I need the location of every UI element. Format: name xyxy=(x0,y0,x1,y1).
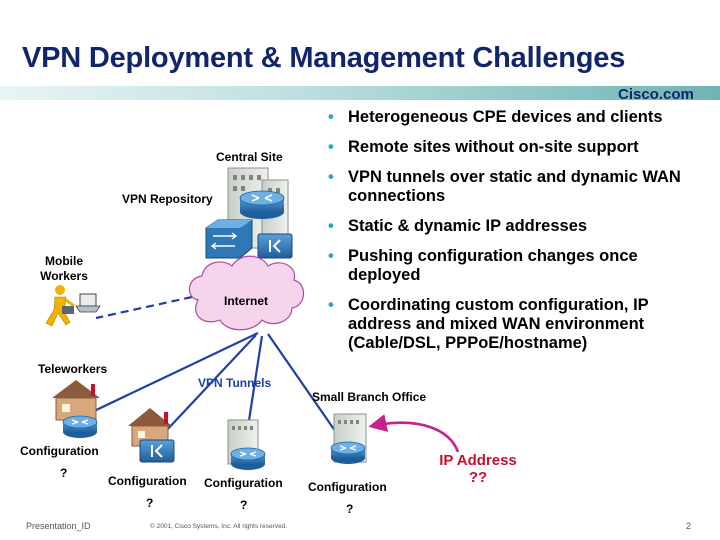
small-branch-building-icon xyxy=(330,413,367,464)
teleworker-vpn-router-icon xyxy=(139,439,175,463)
configuration-label-teleworker-2: Configuration xyxy=(108,474,187,488)
internet-cloud-icon xyxy=(188,255,305,331)
bullet-dot-icon: • xyxy=(328,138,334,156)
question-mark-teleworker-1: ? xyxy=(60,466,68,480)
vpn-tunnels-label: VPN Tunnels xyxy=(198,376,272,390)
footer-presentation-id: Presentation_ID xyxy=(26,521,91,531)
cisco-brand-label: Cisco.com xyxy=(618,86,694,103)
bullet-text: Remote sites without on-site support xyxy=(348,138,639,156)
bullet-dot-icon: • xyxy=(328,168,334,186)
bullet-text: Coordinating custom configuration, IP ad… xyxy=(348,296,649,352)
configuration-label-teleworker-1: Configuration xyxy=(20,444,99,458)
mobile-workers-label: Mobile Workers xyxy=(40,254,88,283)
vpn-tunnel-lines xyxy=(91,332,341,441)
tunnel-line-teleworker-2 xyxy=(164,334,257,433)
tunnel-line-teleworker-1 xyxy=(91,332,259,413)
configuration-label-branch-1: Configuration xyxy=(204,476,283,490)
bullet-text: VPN tunnels over static and dynamic WAN … xyxy=(348,168,681,205)
question-mark-branch-1: ? xyxy=(240,498,248,512)
vpn-repository-server-icon xyxy=(205,219,253,259)
vpn-repository-label: VPN Repository xyxy=(122,192,213,206)
teleworker-house-icon xyxy=(52,380,100,421)
central-site-label: Central Site xyxy=(216,150,283,164)
ip-address-label: IP Address ?? xyxy=(439,452,517,486)
bullet-text: Heterogeneous CPE devices and clients xyxy=(348,108,663,126)
slide-title: VPN Deployment & Management Challenges xyxy=(22,42,626,74)
internet-label: Internet xyxy=(224,294,269,308)
small-branch-office-label: Small Branch Office xyxy=(312,390,427,404)
bullet-item: • Remote sites without on-site support xyxy=(328,138,713,157)
laptop-icon xyxy=(75,293,101,313)
footer-copyright: © 2001, Cisco Systems, Inc. All rights r… xyxy=(150,523,288,530)
bullet-dot-icon: • xyxy=(328,108,334,126)
bullet-dot-icon: • xyxy=(328,217,334,235)
bullet-item: • Pushing configuration changes once depl… xyxy=(328,247,713,285)
configuration-label-branch-2: Configuration xyxy=(308,480,387,494)
teleworkers-label: Teleworkers xyxy=(38,362,108,376)
bullet-text: Static & dynamic IP addresses xyxy=(348,217,588,235)
central-router-icon xyxy=(239,190,285,219)
challenge-bullet-list: • Heterogeneous CPE devices and clients •… xyxy=(328,108,713,364)
concentrator-router-icon xyxy=(257,233,293,259)
bullet-item: • VPN tunnels over static and dynamic WAN… xyxy=(328,168,713,206)
question-mark-teleworker-2: ? xyxy=(146,496,154,510)
bullet-item: • Coordinating custom configuration, IP a… xyxy=(328,296,713,353)
ip-address-arrow xyxy=(368,414,460,453)
mobile-worker-dashed-link xyxy=(95,295,193,320)
teleworker-router-icon xyxy=(62,415,98,438)
bullet-text: Pushing configuration changes once deplo… xyxy=(348,247,638,284)
page-number: 2 xyxy=(686,521,692,531)
bullet-item: • Static & dynamic IP addresses xyxy=(328,217,713,236)
title-underline-bar xyxy=(0,86,720,100)
mobile-worker-icon xyxy=(45,285,75,327)
question-mark-branch-2: ? xyxy=(346,502,354,516)
bullet-item: • Heterogeneous CPE devices and clients xyxy=(328,108,713,127)
bullet-dot-icon: • xyxy=(328,296,334,314)
tunnel-line-branch-2 xyxy=(267,333,341,439)
branch-building-icon xyxy=(227,419,266,470)
bullet-dot-icon: • xyxy=(328,247,334,265)
